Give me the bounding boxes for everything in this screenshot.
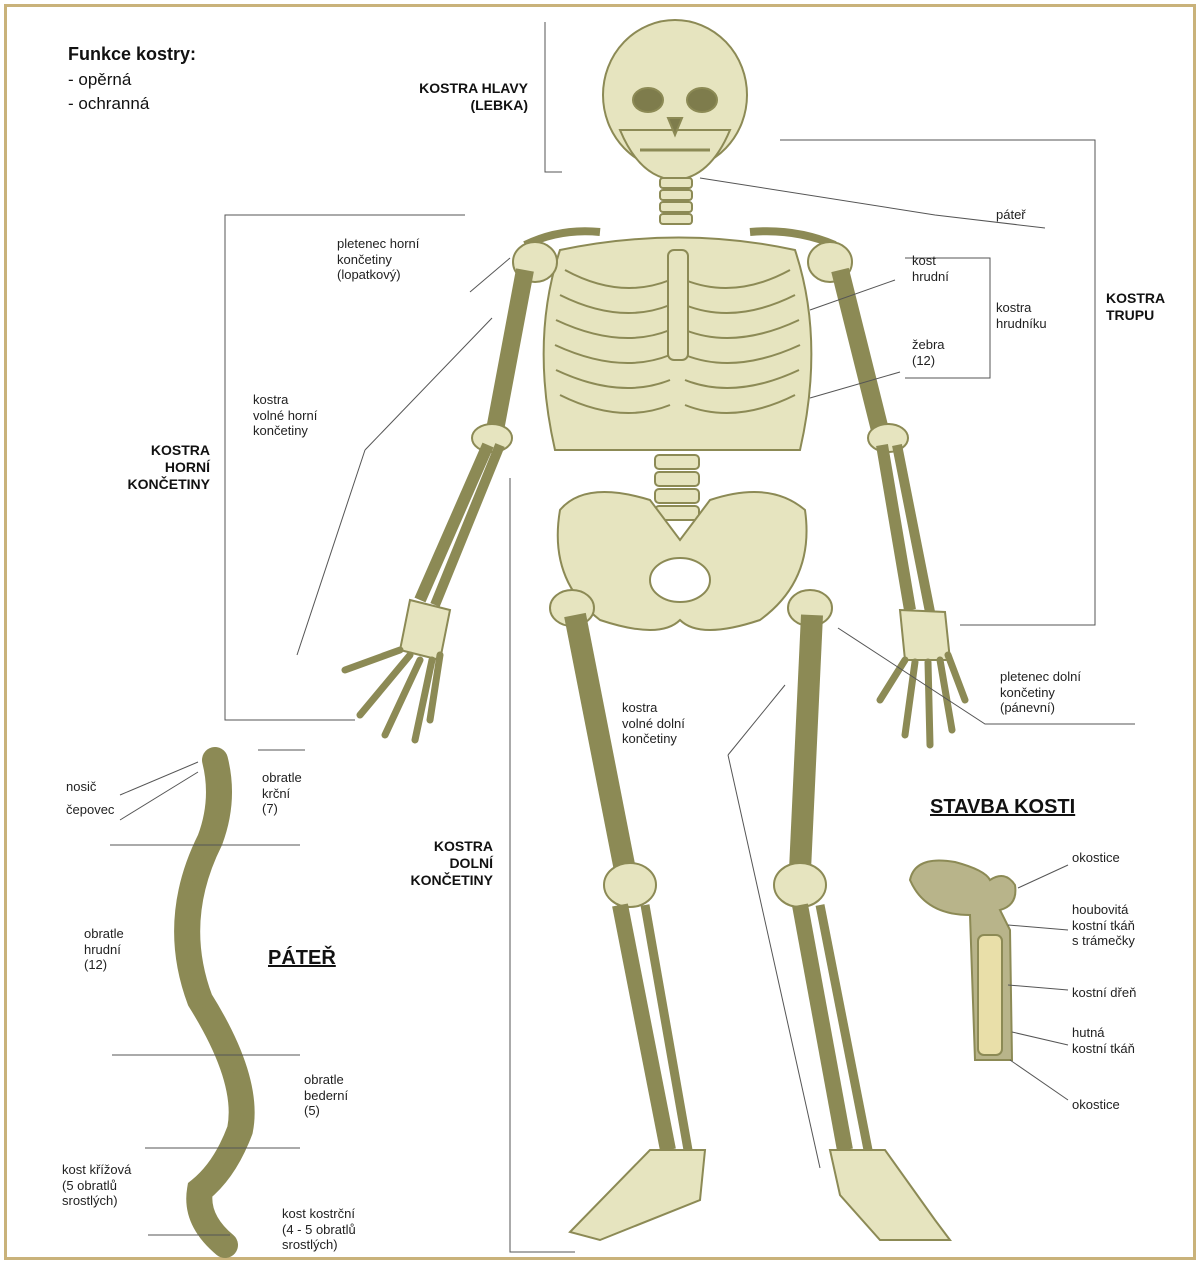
spine-section-title: PÁTEŘ	[268, 946, 336, 970]
label-cervical: obratle krční (7)	[262, 770, 302, 817]
label-pelvic-girdle: pletenec dolní končetiny (pánevní)	[1000, 669, 1081, 716]
left-leg	[550, 590, 705, 1240]
label-sternum: kost hrudní	[912, 253, 949, 284]
region-upper-limb-label: KOSTRA HORNÍ KONČETINY	[92, 442, 210, 492]
functions-title: Funkce kostry:	[68, 44, 196, 66]
region-trunk-label: KOSTRA TRUPU	[1106, 290, 1165, 324]
label-free-upper-limb: kostra volné horní končetiny	[253, 392, 317, 439]
label-bone-marrow: kostní dřeň	[1072, 985, 1136, 1001]
label-thorax: kostra hrudníku	[996, 300, 1047, 331]
function-item-protection: - ochranná	[68, 94, 149, 114]
skull	[603, 20, 747, 180]
label-spine: páteř	[996, 207, 1026, 223]
region-head-label: KOSTRA HLAVY (LEBKA)	[330, 80, 528, 114]
label-free-lower-limb: kostra volné dolní končetiny	[622, 700, 685, 747]
bone-structure-illustration	[910, 860, 1015, 1060]
label-lumbar: obratle bederní (5)	[304, 1072, 348, 1119]
leader-lines	[110, 22, 1135, 1252]
label-spongy-bone: houbovitá kostní tkáň s trámečky	[1072, 902, 1135, 949]
label-periosteum-top: okostice	[1072, 850, 1120, 866]
neck-vertebrae	[660, 178, 692, 224]
label-compact-bone: hutná kostní tkáň	[1072, 1025, 1135, 1056]
label-periosteum-bottom: okostice	[1072, 1097, 1120, 1113]
label-ribs: žebra (12)	[912, 337, 945, 368]
left-arm	[345, 242, 557, 740]
isolated-spine	[187, 760, 242, 1245]
pelvic-opening	[650, 558, 710, 602]
label-thoracic: obratle hrudní (12)	[84, 926, 124, 973]
label-axis: čepovec	[66, 802, 114, 818]
label-coccyx: kost kostrční (4 - 5 obratlů srostlých)	[282, 1206, 356, 1253]
right-arm	[808, 242, 965, 745]
right-leg	[774, 590, 950, 1240]
region-lower-limb-label: KOSTRA DOLNÍ KONČETINY	[368, 838, 493, 888]
bone-section-title: STAVBA KOSTI	[930, 795, 1075, 819]
rib-cage	[544, 238, 812, 451]
label-shoulder-girdle: pletenec horní končetiny (lopatkový)	[337, 236, 419, 283]
function-item-support: - opěrná	[68, 70, 131, 90]
label-atlas: nosič	[66, 779, 96, 795]
label-sacrum: kost křížová (5 obratlů srostlých)	[62, 1162, 131, 1209]
lumbar-vertebrae	[655, 455, 699, 520]
